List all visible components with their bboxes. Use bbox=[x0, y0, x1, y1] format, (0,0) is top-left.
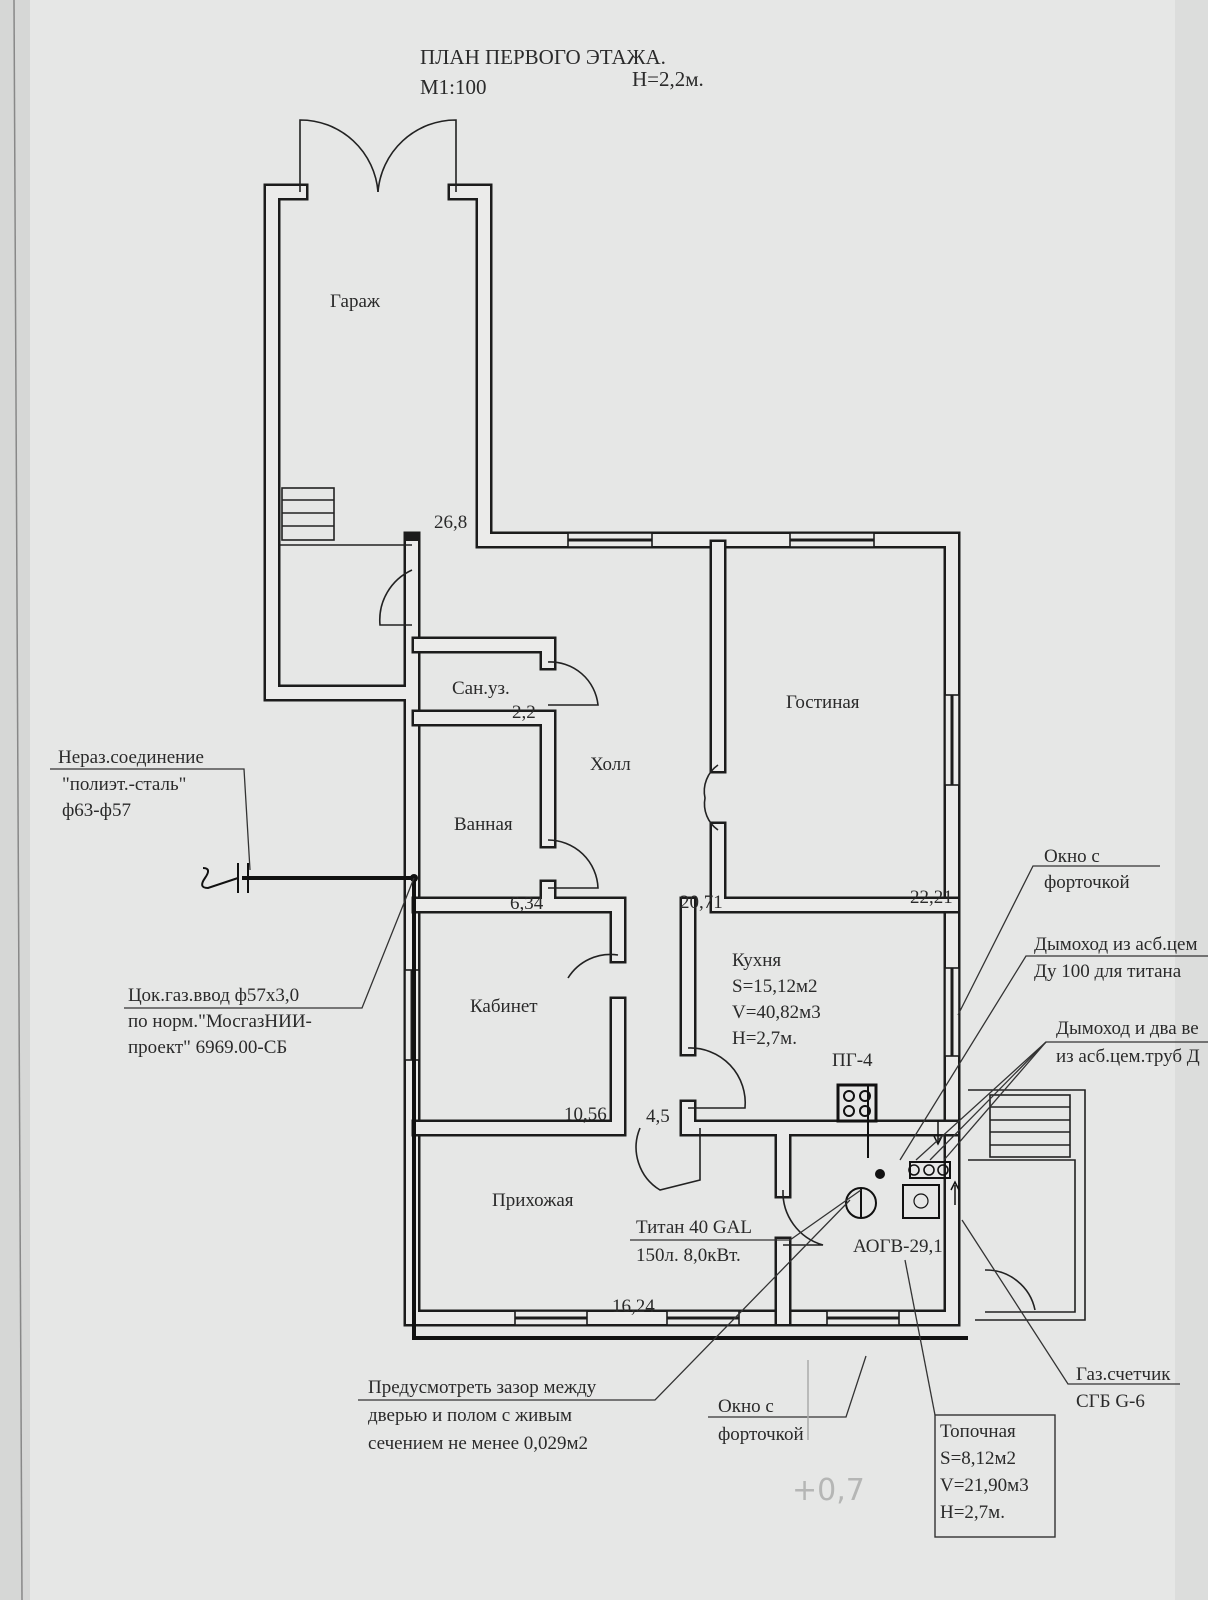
svg-text:по норм."МосгазНИИ-: по норм."МосгазНИИ- bbox=[128, 1011, 312, 1032]
stove-label: ПГ-4 bbox=[832, 1050, 873, 1071]
svg-text:Н=2,7м.: Н=2,7м. bbox=[940, 1502, 1005, 1523]
svg-text:Газ.счетчик: Газ.счетчик bbox=[1076, 1364, 1171, 1385]
room-bathroom-name: Ванная bbox=[454, 814, 513, 835]
room-kitchen-s: S=15,12м2 bbox=[732, 976, 818, 997]
annotation-heater: Титан 40 GAL 150л. 8,0кВт. bbox=[630, 1189, 862, 1266]
annotation-window-bottom: Окно с форточкой bbox=[708, 1355, 867, 1445]
svg-text:+0,7: +0,7 bbox=[792, 1473, 865, 1508]
room-garage-area: 26,8 bbox=[434, 512, 467, 533]
windows bbox=[404, 532, 960, 1326]
room-entry-area: 16,24 bbox=[612, 1296, 655, 1317]
plan-title: ПЛАН ПЕРВОГО ЭТАЖА. bbox=[420, 45, 666, 69]
svg-text:дверью и полом с живым: дверью и полом с живым bbox=[368, 1405, 572, 1426]
room-entry-name: Прихожая bbox=[492, 1190, 574, 1211]
svg-text:150л. 8,0кВт.: 150л. 8,0кВт. bbox=[636, 1245, 741, 1266]
svg-text:Окно с: Окно с bbox=[1044, 846, 1100, 867]
annotation-chimney-2: Дымоход и два ве из асб.цем.труб Д bbox=[915, 1018, 1208, 1161]
room-wc-area: 2,2 bbox=[512, 702, 536, 723]
stove-icon bbox=[836, 1083, 878, 1123]
plan-height: Н=2,2м. bbox=[632, 67, 704, 91]
svg-text:Ду 100 для титана: Ду 100 для титана bbox=[1034, 961, 1182, 982]
svg-text:Окно с: Окно с bbox=[718, 1396, 774, 1417]
room-hall-name: Холл bbox=[590, 754, 631, 775]
room-kitchen-h: Н=2,7м. bbox=[732, 1028, 797, 1049]
room-corridor-area: 4,5 bbox=[646, 1106, 670, 1127]
svg-text:ф63-ф57: ф63-ф57 bbox=[62, 800, 131, 821]
page-edge-right bbox=[1175, 0, 1208, 1600]
boiler-icon bbox=[902, 1120, 960, 1219]
svg-text:проект" 6969.00-СБ: проект" 6969.00-СБ bbox=[128, 1037, 287, 1058]
annotation-window-right: Окно с форточкой bbox=[957, 846, 1160, 1016]
svg-text:форточкой: форточкой bbox=[1044, 872, 1130, 893]
svg-text:форточкой: форточкой bbox=[718, 1424, 804, 1445]
room-garage-name: Гараж bbox=[330, 291, 381, 312]
annotation-gas-inlet: Цок.газ.ввод ф57х3,0 по норм."МосгазНИИ-… bbox=[124, 877, 415, 1058]
svg-text:V=21,90м3: V=21,90м3 bbox=[940, 1475, 1029, 1496]
water-heater-icon bbox=[845, 1169, 885, 1219]
room-living-name: Гостиная bbox=[786, 692, 860, 713]
svg-text:Топочная: Топочная bbox=[940, 1421, 1016, 1442]
handwritten-pencil-note: +0,7 bbox=[792, 1360, 865, 1508]
garage-stairs bbox=[281, 487, 335, 541]
porch-stairs bbox=[989, 1094, 1071, 1158]
annotation-joint: Нераз.соединение "полиэт.-сталь" ф63-ф57 bbox=[50, 747, 251, 871]
room-bathroom-area: 6,34 bbox=[510, 893, 544, 914]
plan-scale: М1:100 bbox=[420, 75, 487, 99]
room-study-name: Кабинет bbox=[470, 996, 538, 1017]
gas-pipe bbox=[201, 863, 968, 1340]
svg-text:Дымоход и два ве: Дымоход и два ве bbox=[1056, 1018, 1199, 1039]
annotation-chimney-1: Дымоход из асб.цем Ду 100 для титана bbox=[899, 934, 1208, 1161]
svg-text:СГБ G-6: СГБ G-6 bbox=[1076, 1391, 1145, 1412]
svg-text:Нераз.соединение: Нераз.соединение bbox=[58, 747, 204, 768]
boiler-room-info-box: Топочная S=8,12м2 V=21,90м3 Н=2,7м. bbox=[904, 1259, 1056, 1538]
svg-text:Цок.газ.ввод ф57х3,0: Цок.газ.ввод ф57х3,0 bbox=[128, 985, 299, 1006]
svg-text:из асб.цем.труб Д: из асб.цем.труб Д bbox=[1056, 1046, 1200, 1067]
room-study-area: 10,56 bbox=[564, 1104, 607, 1125]
svg-text:S=8,12м2: S=8,12м2 bbox=[940, 1448, 1016, 1469]
binding-line bbox=[13, 0, 23, 1600]
doors bbox=[299, 119, 1036, 1311]
room-kitchen-name: Кухня bbox=[732, 950, 781, 971]
walls bbox=[263, 183, 1086, 1327]
room-hall-area: 20,71 bbox=[680, 892, 723, 913]
annotation-gas-meter: Газ.счетчик СГБ G-6 bbox=[961, 1219, 1180, 1412]
svg-text:Предусмотреть зазор между: Предусмотреть зазор между bbox=[368, 1377, 597, 1398]
room-living-area: 22,21 bbox=[910, 887, 953, 908]
annotation-door-gap: Предусмотреть зазор между дверью и полом… bbox=[358, 1199, 851, 1454]
svg-text:"полиэт.-сталь": "полиэт.-сталь" bbox=[62, 774, 186, 795]
room-kitchen-v: V=40,82м3 bbox=[732, 1002, 821, 1023]
boiler-model: АОГВ-29,1 bbox=[853, 1236, 943, 1257]
svg-text:сечением не менее 0,029м2: сечением не менее 0,029м2 bbox=[368, 1433, 588, 1454]
svg-text:Титан 40 GAL: Титан 40 GAL bbox=[636, 1217, 752, 1238]
room-wc-name: Сан.уз. bbox=[452, 678, 510, 699]
svg-text:Дымоход из асб.цем: Дымоход из асб.цем bbox=[1034, 934, 1198, 955]
